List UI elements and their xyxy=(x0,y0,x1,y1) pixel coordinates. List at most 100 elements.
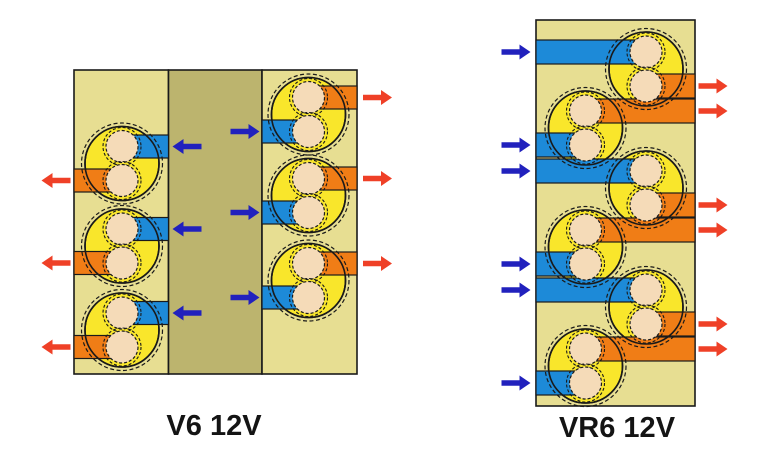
valve-seat-ring xyxy=(102,293,142,333)
intake-flow-arrow xyxy=(172,139,202,154)
cylinder-gasket-ring xyxy=(604,27,688,111)
cylinder-outline xyxy=(608,31,684,107)
valve-circle xyxy=(629,188,663,222)
valve-circle xyxy=(291,114,326,149)
cylinder-outline xyxy=(270,76,347,153)
valve-seat-ring xyxy=(565,244,606,284)
valve-circle xyxy=(568,366,603,400)
valve-circle xyxy=(568,128,603,162)
cylinder-gasket-ring xyxy=(544,324,627,408)
exhaust-port-band xyxy=(584,217,696,243)
exhaust-flow-arrow xyxy=(698,103,728,119)
cylinder-outline xyxy=(84,292,160,368)
valve-seat-ring xyxy=(288,111,329,152)
valve-circle xyxy=(629,69,663,103)
valve-circle xyxy=(105,129,139,164)
valve-seat-ring xyxy=(288,192,329,233)
cylinder-outline xyxy=(84,208,160,284)
intake-flow-arrow xyxy=(501,44,531,60)
valve-circle xyxy=(291,246,326,281)
valve-seat-ring xyxy=(626,32,666,72)
cylinder-gasket-ring xyxy=(80,204,164,288)
cylinder-outline xyxy=(547,209,624,285)
cylinder-outline xyxy=(270,242,347,319)
exhaust-flow-arrow xyxy=(363,171,392,186)
valve-seat-ring xyxy=(288,243,329,284)
cylinder-outline xyxy=(608,269,684,345)
exhaust-flow-arrow xyxy=(698,341,728,357)
cylinder-outline xyxy=(547,328,624,404)
cylinder-gasket-ring xyxy=(544,86,627,170)
valve-circle xyxy=(105,163,139,198)
valve-seat-ring xyxy=(565,210,606,250)
valve-seat-ring xyxy=(565,363,606,403)
valve-seat-ring xyxy=(102,126,142,167)
intake-flow-arrow xyxy=(172,305,202,321)
valve-circle xyxy=(105,246,139,280)
exhaust-flow-arrow xyxy=(698,197,728,213)
valve-circle xyxy=(568,332,603,366)
cylinder-gasket-ring xyxy=(80,122,164,205)
intake-port-band xyxy=(535,158,647,184)
cylinder-gasket-ring xyxy=(544,205,627,289)
valve-circle xyxy=(568,94,603,128)
valve-circle xyxy=(105,212,139,246)
valve-circle xyxy=(291,80,326,115)
valve-circle xyxy=(629,273,663,307)
exhaust-flow-arrow xyxy=(363,256,392,271)
intake-flow-arrow xyxy=(501,163,531,179)
valve-seat-ring xyxy=(288,158,329,199)
valve-seat-ring xyxy=(626,304,666,344)
intake-flow-arrow xyxy=(230,124,260,139)
valve-circle xyxy=(629,35,663,69)
cylinder-outline xyxy=(547,90,624,166)
valve-circle xyxy=(291,161,326,196)
exhaust-flow-arrow xyxy=(41,255,71,271)
cylinder-outline xyxy=(84,125,160,202)
valve-seat-ring xyxy=(565,91,606,131)
valve-seat-ring xyxy=(288,77,329,118)
intake-flow-arrow xyxy=(172,221,202,237)
valve-seat-ring xyxy=(102,209,142,249)
valve-seat-ring xyxy=(102,243,142,283)
valve-seat-ring xyxy=(565,329,606,369)
cylinder-gasket-ring xyxy=(267,154,350,237)
valve-seat-ring xyxy=(565,125,606,165)
vr6-label: VR6 12V xyxy=(558,412,676,444)
v6-center-valley xyxy=(167,69,263,375)
cylinder-gasket-ring xyxy=(604,146,688,230)
cylinder-gasket-ring xyxy=(267,239,350,322)
cylinder-outline xyxy=(608,150,684,226)
valve-seat-ring xyxy=(626,151,666,191)
v6-diagram xyxy=(41,69,392,375)
intake-flow-arrow xyxy=(230,290,260,305)
cylinder-gasket-ring xyxy=(604,265,688,349)
intake-flow-arrow xyxy=(501,256,531,272)
cylinder-gasket-ring xyxy=(267,73,350,156)
exhaust-flow-arrow xyxy=(698,222,728,238)
valve-circle xyxy=(291,280,326,315)
valve-seat-ring xyxy=(626,185,666,225)
intake-port-band xyxy=(535,39,647,65)
cylinder-gasket-ring xyxy=(80,288,164,372)
exhaust-flow-arrow xyxy=(41,339,71,355)
exhaust-flow-arrow xyxy=(363,90,392,105)
valve-seat-ring xyxy=(626,66,666,106)
valve-seat-ring xyxy=(288,277,329,318)
exhaust-flow-arrow xyxy=(698,316,728,332)
v6-label: V6 12V xyxy=(166,410,262,442)
valve-seat-ring xyxy=(626,270,666,310)
exhaust-flow-arrow xyxy=(41,173,71,188)
valve-circle xyxy=(105,330,139,364)
intake-flow-arrow xyxy=(230,205,260,220)
exhaust-port-band xyxy=(584,336,696,362)
cylinder-outline xyxy=(270,157,347,234)
valve-seat-ring xyxy=(102,327,142,367)
valve-circle xyxy=(629,154,663,188)
vr6-diagram xyxy=(501,19,728,408)
valve-circle xyxy=(291,195,326,230)
valve-circle xyxy=(568,213,603,247)
valve-circle xyxy=(568,247,603,281)
